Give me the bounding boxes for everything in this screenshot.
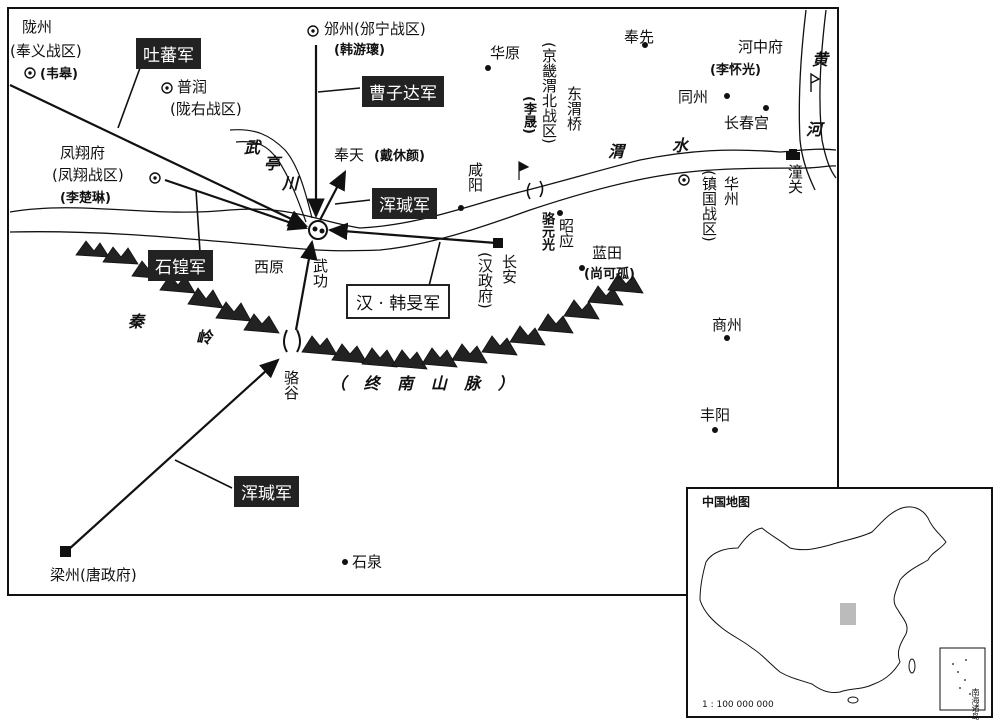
label-fengxiang-general: (李楚琳)	[60, 191, 111, 206]
inset-south-sea-label: 南海诸岛	[971, 688, 980, 720]
label-zhaoying: 昭应	[557, 218, 575, 248]
label-longzhou-general: (韦皋)	[40, 67, 78, 82]
label-binzhou-general: (韩游瓌)	[334, 43, 385, 58]
south-sea-box	[939, 647, 986, 711]
inset-title: 中国地图	[702, 495, 751, 509]
hainan-island	[847, 696, 859, 704]
tongguan-fort	[786, 149, 800, 160]
mountain-label-ling: 岭	[196, 328, 213, 347]
label-fengtian-general: (戴休颜)	[374, 149, 425, 164]
label-huayuan: 华原	[490, 44, 521, 62]
label-liangzhou: 梁州(唐政府)	[50, 566, 137, 584]
label-longzhou: 陇州	[22, 18, 53, 36]
label-jingji-district: (京畿渭北战区)	[540, 42, 558, 144]
label-changchungong: 长春宫	[724, 114, 770, 132]
label-fengxian: 奉先	[624, 28, 655, 46]
army-tubo: 吐蕃军	[136, 38, 201, 69]
china-outline	[699, 506, 947, 693]
label-xiyuan: 西原	[254, 258, 285, 276]
army-hunjian-north: 浑瑊军	[372, 188, 437, 219]
river-label-huang: 黄	[812, 50, 829, 69]
luogu-pass	[283, 329, 301, 353]
label-binzhou: 邠州(邠宁战区)	[324, 20, 426, 38]
label-tongzhou: 同州	[678, 88, 709, 106]
label-hezhongfu: 河中府	[738, 38, 784, 56]
flag-hezhong	[810, 72, 821, 92]
army-shihuang: 石锽军	[148, 250, 213, 281]
inset-region-highlight	[840, 603, 856, 625]
taiwan-island	[908, 658, 916, 674]
river-label-ting: 亭	[264, 154, 281, 173]
label-hezhong-general: (李怀光)	[710, 63, 761, 78]
label-dongweiqiao: 东渭桥	[565, 86, 583, 131]
river-label-wei: 渭	[608, 142, 625, 161]
mountain-label-zhongnan: （ 终 南 山 脉 ）	[330, 374, 520, 393]
liangzhou-arrow	[67, 358, 280, 551]
label-lantian: 蓝田	[592, 244, 623, 262]
label-shangzhou: 商州	[712, 316, 743, 334]
command-markers	[24, 25, 690, 186]
label-purun-district: (陇右战区)	[170, 100, 242, 118]
label-wugong: 武功	[311, 258, 329, 288]
label-tongguan: 潼关	[786, 164, 804, 194]
inset-scale: 1 : 100 000 000	[702, 700, 774, 710]
wei-river-north-bank	[9, 148, 837, 229]
label-zhenguo-district: (镇国战区)	[700, 170, 718, 242]
changan-square	[493, 238, 503, 248]
fengtian-arrow	[319, 170, 347, 221]
flag-dongweiqiao	[518, 160, 530, 180]
luogu-arrow	[294, 239, 318, 331]
label-lantian-general: (尚可孤)	[584, 267, 635, 282]
label-changan: 长安	[500, 254, 518, 284]
label-shiquan: 石泉	[352, 553, 383, 571]
army-hunjian-south: 浑瑊军	[234, 476, 299, 507]
label-han-government: (汉政府)	[476, 252, 494, 309]
dongweiqiao-bridge	[526, 180, 544, 200]
label-fengtian: 奉天	[334, 146, 365, 164]
label-longzhou-district: (奉义战区)	[10, 42, 82, 60]
label-xianyang: 咸阳	[466, 162, 484, 192]
label-fengyang: 丰阳	[700, 406, 731, 424]
army-han-hanmin: 汉 · 韩旻军	[346, 284, 451, 319]
label-huazhou: 华州	[722, 176, 740, 206]
map-frame	[7, 7, 839, 596]
river-label-chuan: 川	[282, 174, 299, 193]
tubo-arrow	[9, 84, 308, 227]
label-fengxiang: 凤翔府	[60, 144, 106, 162]
town-dots	[342, 42, 769, 565]
wei-river-south-bank	[9, 165, 837, 252]
wugong-target	[308, 220, 328, 240]
label-jingji-general: (李晟)	[521, 96, 536, 134]
changan-arrow	[327, 222, 497, 245]
label-luogu: 骆谷	[282, 370, 300, 400]
river-label-wu: 武	[244, 138, 261, 157]
wuting-river	[229, 129, 313, 223]
army-movements	[9, 45, 497, 551]
mountain-label-qin: 秦	[128, 312, 145, 331]
army-caozida: 曹子达军	[362, 76, 444, 107]
fengxiang-arrow	[164, 178, 309, 231]
label-purun: 普润	[177, 78, 208, 96]
river-label-shui: 水	[672, 136, 689, 155]
yellow-river	[798, 9, 837, 191]
liangzhou-square	[60, 546, 71, 557]
label-luo-yuanguang: 骆元光	[539, 212, 554, 251]
river-label-he: 河	[806, 120, 823, 139]
label-fengxiang-district: (凤翔战区)	[52, 166, 124, 184]
